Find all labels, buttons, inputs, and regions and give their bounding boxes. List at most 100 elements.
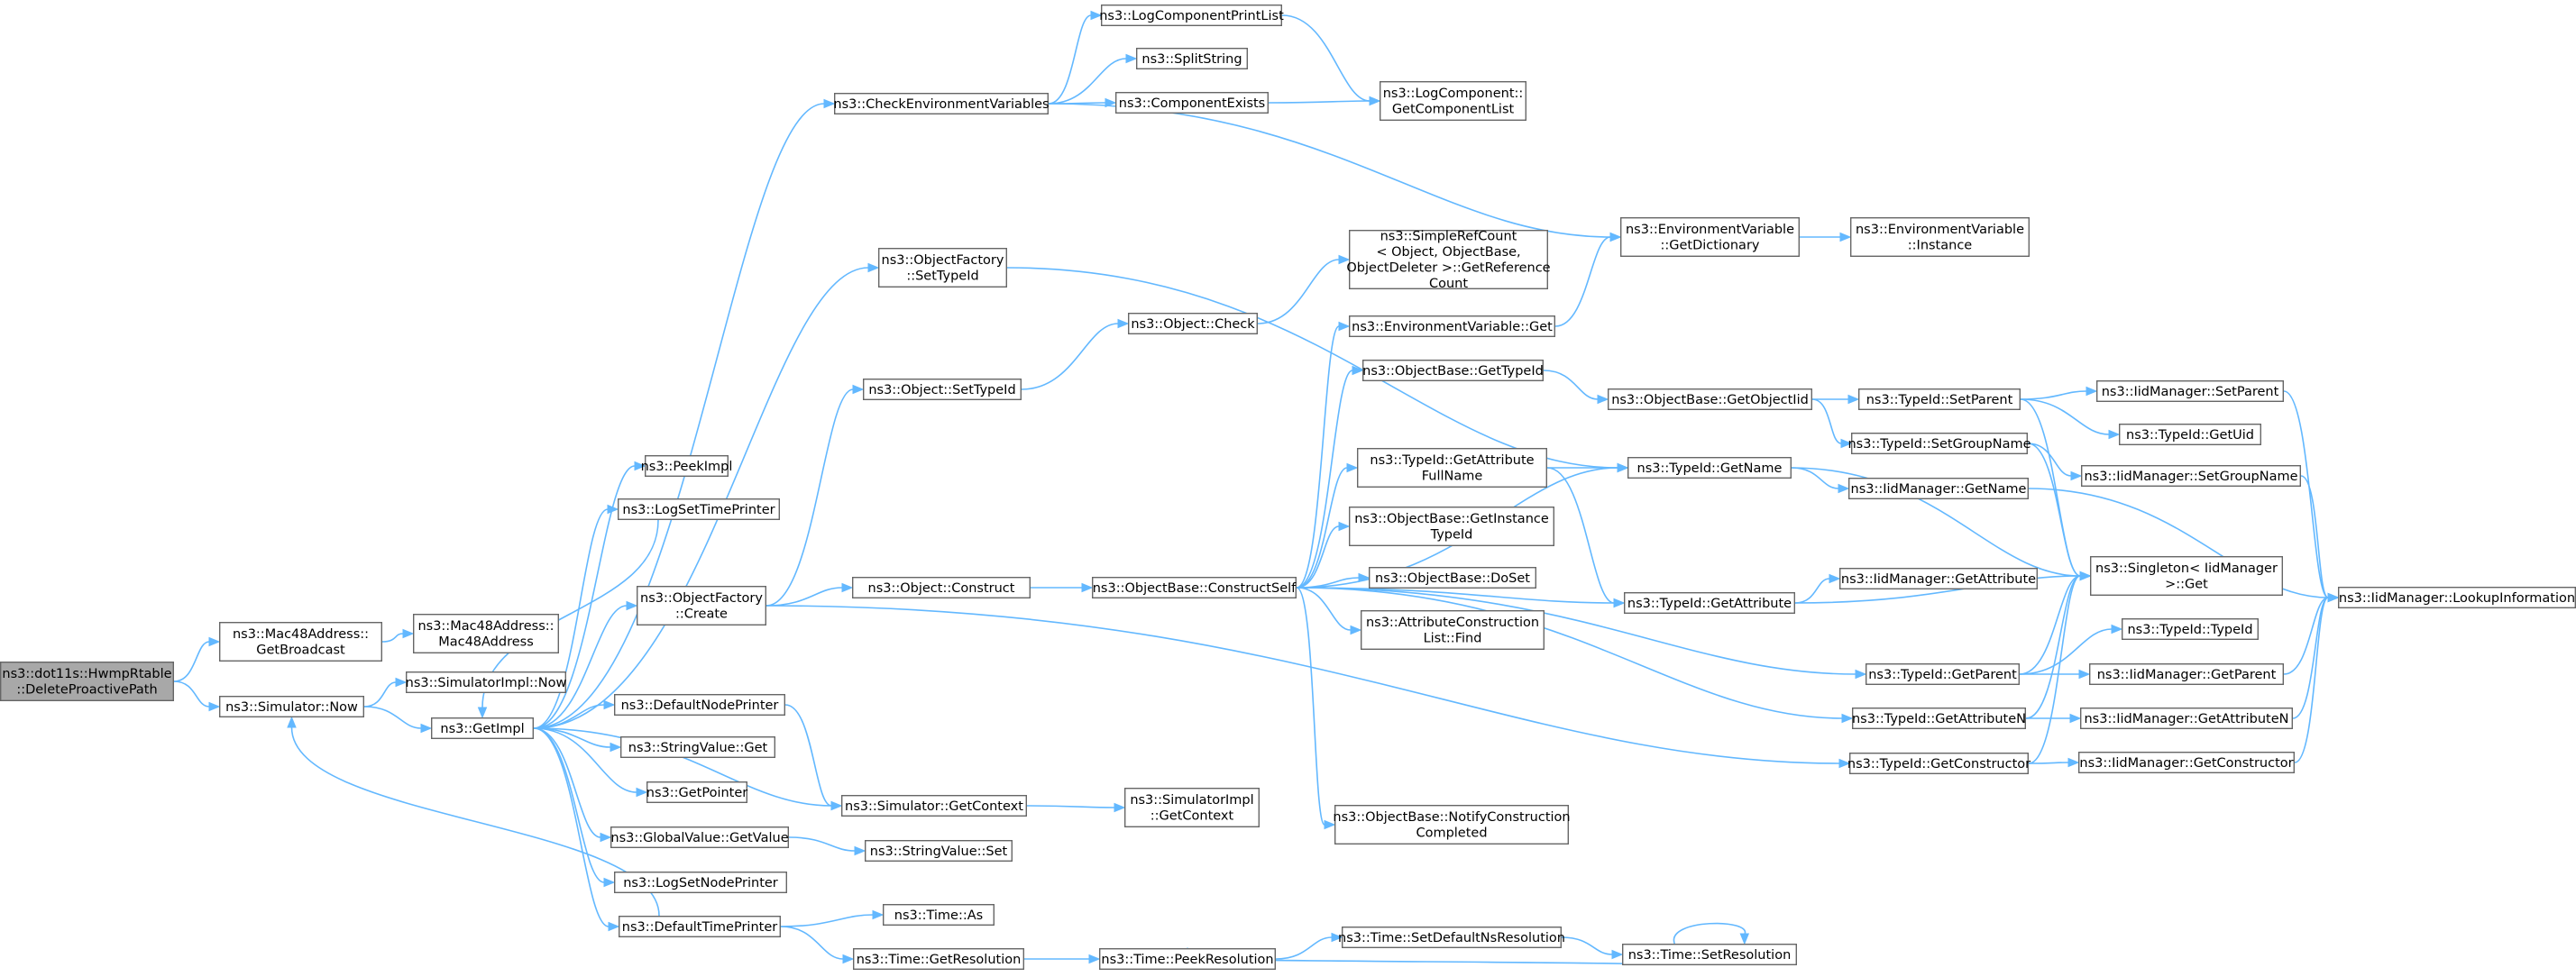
node-tid-getuid[interactable]: ns3::TypeId::GetUid: [2118, 424, 2261, 446]
node-simimpl-getctx[interactable]: ns3::SimulatorImpl::GetContext: [1123, 788, 1260, 828]
edge-checkenv-to-splitstring: [1048, 53, 1138, 105]
node-label: ns3::IidManager::SetGroupName: [2084, 470, 2297, 484]
node-iid-getattrn[interactable]: ns3::IidManager::GetAttributeN: [2079, 708, 2293, 730]
edge-iid-getattrn-to-iid-lookup: [2292, 592, 2340, 719]
node-simplerefcount[interactable]: ns3::SimpleRefCount< Object, ObjectBase,…: [1346, 230, 1550, 292]
edge-getimpl-to-deftimeprinter: [533, 727, 620, 932]
node-box: [1857, 388, 2021, 411]
node-envvar-inst[interactable]: ns3::EnvironmentVariable::Instance: [1849, 216, 2030, 257]
node-time-setres[interactable]: ns3::Time::SetResolution: [1621, 943, 1797, 965]
edge-ob-getobjtid-to-tid-setgroup: [1811, 398, 1853, 449]
arrowhead: [1088, 954, 1101, 964]
edge-line: [2027, 443, 2072, 477]
edge-line: [2028, 488, 2329, 598]
node-box: [614, 694, 786, 717]
node-ob-notify[interactable]: ns3::ObjectBase::NotifyConstructionCompl…: [1333, 805, 1571, 845]
arrowhead: [626, 600, 638, 611]
node-iid-getname[interactable]: ns3::IidManager::GetName: [1847, 478, 2029, 500]
node-obj-construct[interactable]: ns3::Object::Construct: [852, 577, 1031, 599]
node-sim-getctx[interactable]: ns3::Simulator::GetContext: [841, 795, 1028, 817]
node-tid-getctor[interactable]: ns3::TypeId::GetConstructor: [1847, 753, 2031, 775]
node-label: ns3::IidManager::GetName: [1851, 482, 2027, 497]
node-envvar-get[interactable]: ns3::EnvironmentVariable::Get: [1348, 315, 1555, 338]
node-label: ::GetDictionary: [1661, 239, 1760, 253]
node-iid-lookup[interactable]: ns3::IidManager::LookupInformation: [2337, 587, 2576, 609]
node-objfac-settid[interactable]: ns3::ObjectFactory::SetTypeId: [878, 248, 1008, 288]
edge-iid-setparent-to-iid-lookup: [2283, 390, 2340, 603]
node-deftimeprinter[interactable]: ns3::DefaultTimePrinter: [619, 916, 782, 938]
node-getpointer[interactable]: ns3::GetPointer: [646, 781, 748, 804]
node-logcompprint[interactable]: ns3::LogComponentPrintList: [1099, 4, 1284, 27]
node-box: [1114, 91, 1269, 114]
node-iid-setparent[interactable]: ns3::IidManager::SetParent: [2095, 380, 2284, 403]
node-label: ns3::LogSetNodePrinter: [623, 876, 778, 890]
arrowhead: [1841, 713, 1854, 724]
node-time-setdefns[interactable]: ns3::Time::SetDefaultNsResolution: [1338, 926, 1565, 948]
node-box: [1348, 229, 1548, 289]
node-iid-getattr[interactable]: ns3::IidManager::GetAttribute: [1838, 568, 2038, 590]
node-iid-getctor[interactable]: ns3::IidManager::GetConstructor: [2077, 752, 2295, 774]
node-singleton-get[interactable]: ns3::Singleton< IidManager>::Get: [2089, 556, 2283, 597]
arrowhead: [2078, 669, 2091, 680]
node-globval[interactable]: ns3::GlobalValue::GetValue: [610, 826, 790, 849]
edge-objfac-create-to-tid-getctor: [765, 605, 1851, 769]
node-ob-gettid[interactable]: ns3::ObjectBase::GetTypeId: [1361, 360, 1544, 382]
node-splitstring[interactable]: ns3::SplitString: [1135, 48, 1248, 70]
edge-envvar-get-to-envvar-getdict: [1554, 232, 1622, 327]
node-iid-setgroup[interactable]: ns3::IidManager::SetGroupName: [2080, 465, 2301, 488]
node-logsetnode[interactable]: ns3::LogSetNodePrinter: [614, 872, 788, 894]
node-sim-now[interactable]: ns3::Simulator::Now: [218, 696, 365, 718]
edge-iid-getparent-to-iid-lookup: [2283, 592, 2340, 675]
node-logsettime[interactable]: ns3::LogSetTimePrinter: [618, 498, 781, 521]
node-objfac-create[interactable]: ns3::ObjectFactory::Create: [637, 586, 767, 626]
node-checkenv[interactable]: ns3::CheckEnvironmentVariables: [833, 92, 1050, 114]
node-mac-ctor[interactable]: ns3::Mac48Address::Mac48Address: [413, 614, 560, 654]
arrowhead: [1352, 365, 1364, 376]
node-label: ::DeleteProactivePath: [16, 683, 157, 698]
edge-sim-getctx-to-simimpl-getctx: [1026, 802, 1126, 813]
edge-logcompprint-to-logcomp-getlist: [1281, 14, 1381, 106]
node-time-peekres[interactable]: ns3::Time::PeekResolution: [1098, 947, 1276, 970]
node-getimpl[interactable]: ns3::GetImpl: [431, 717, 535, 740]
node-tid-setparent[interactable]: ns3::TypeId::SetParent: [1857, 388, 2021, 411]
node-obj-check[interactable]: ns3::Object::Check: [1127, 313, 1258, 335]
node-ob-getobjtid[interactable]: ns3::ObjectBase::GetObjectIid: [1607, 388, 1812, 411]
node-box: [1847, 478, 2029, 500]
node-root[interactable]: ns3::dot11s::HwmpRtable::DeleteProactive…: [0, 662, 175, 702]
arrowhead: [1117, 318, 1130, 329]
node-defnodeprinter[interactable]: ns3::DefaultNodePrinter: [614, 694, 786, 717]
node-tid-getparent[interactable]: ns3::TypeId::GetParent: [1865, 663, 2020, 686]
node-tid-setgroup[interactable]: ns3::TypeId::SetGroupName: [1847, 433, 2031, 455]
node-strval-set[interactable]: ns3::StringValue::Set: [865, 840, 1013, 863]
node-tid-getattr[interactable]: ns3::TypeId::GetAttribute: [1623, 592, 1795, 615]
node-logcomp-getlist[interactable]: ns3::LogComponent::GetComponentList: [1379, 80, 1526, 121]
node-strval-get[interactable]: ns3::StringValue::Get: [620, 736, 776, 759]
node-simimpl-now[interactable]: ns3::SimulatorImpl::Now: [406, 671, 567, 694]
arrowhead: [830, 800, 843, 811]
node-compexists[interactable]: ns3::ComponentExists: [1114, 91, 1269, 114]
arrowhead: [1609, 232, 1622, 242]
node-box: [619, 916, 782, 938]
arrowhead: [1338, 321, 1351, 332]
edge-line: [1296, 587, 1843, 719]
edge-line: [1794, 578, 1830, 604]
node-tid-getattrn[interactable]: ns3::TypeId::GetAttributeN: [1852, 708, 2026, 730]
node-label: ns3::ObjectBase::DoSet: [1375, 571, 1530, 586]
node-time-getres[interactable]: ns3::Time::GetResolution: [853, 947, 1025, 970]
node-mac-bc[interactable]: ns3::Mac48Address::GetBroadcast: [218, 622, 383, 662]
node-ob-doset[interactable]: ns3::ObjectBase::DoSet: [1368, 567, 1536, 589]
node-obj-settid[interactable]: ns3::Object::SetTypeId: [863, 379, 1022, 401]
node-ob-constructself[interactable]: ns3::ObjectBase::ConstructSelf: [1091, 577, 1297, 599]
node-envvar-getdict[interactable]: ns3::EnvironmentVariable::GetDictionary: [1619, 216, 1800, 257]
node-tid-typeid[interactable]: ns3::TypeId::TypeId: [2121, 618, 2259, 641]
node-box: [2079, 708, 2293, 730]
node-time-as[interactable]: ns3::Time::As: [883, 904, 995, 927]
edge-line: [1296, 587, 1615, 604]
node-tid-getname[interactable]: ns3::TypeId::GetName: [1627, 457, 1792, 479]
node-peekimpl[interactable]: ns3::PeekImpl: [641, 455, 733, 478]
edge-line: [1554, 236, 1611, 327]
node-iid-getparent[interactable]: ns3::IidManager::GetParent: [2088, 663, 2284, 686]
